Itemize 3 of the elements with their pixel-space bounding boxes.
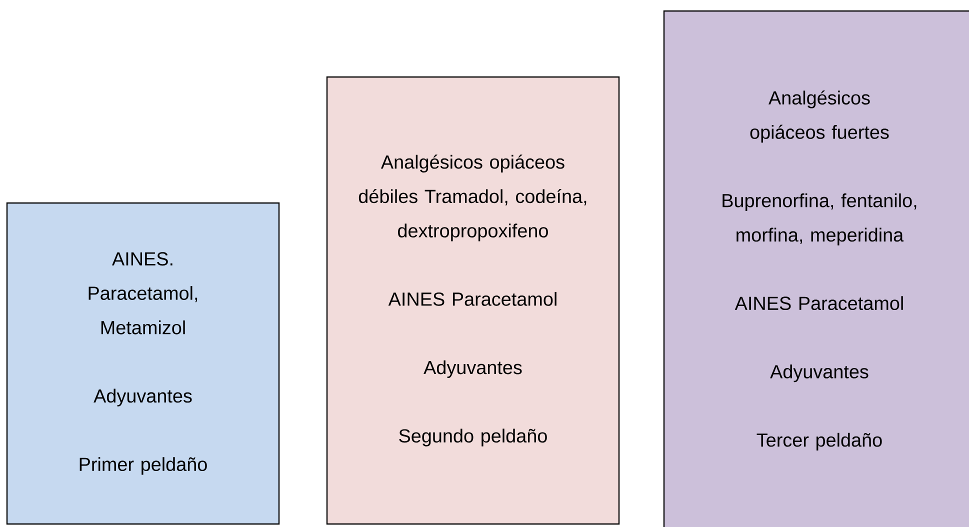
step-box: Analgésicos opiáceos débiles Tramadol, codeína, dextropropoxifeno AINES Paracetamol Adyuvantes Segundo peldaño xyxy=(326,76,620,525)
step-box: Analgésicos opiáceos fuertes Buprenorfina, fentanilo, morfina, meperidina AINES Paracetamol Adyuvantes Tercer peldaño xyxy=(663,10,969,527)
step-box: AINES. Paracetamol, Metamizol Adyuvantes Primer peldaño xyxy=(6,202,280,525)
